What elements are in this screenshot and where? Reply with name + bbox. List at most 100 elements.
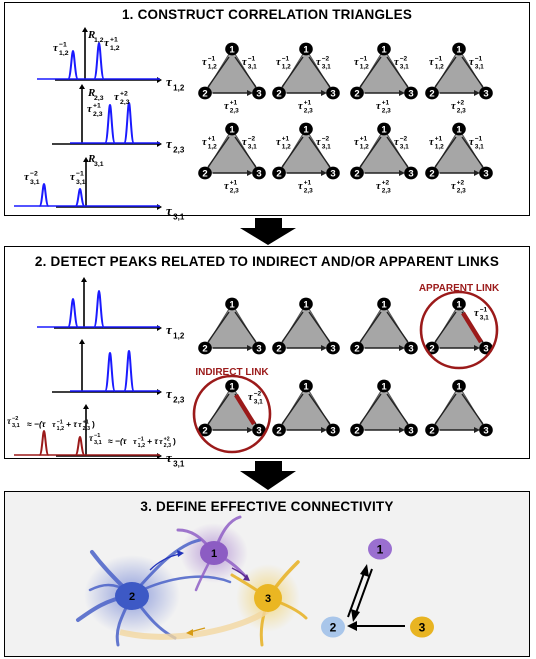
node-3: [252, 166, 266, 180]
node-label: 1: [303, 382, 309, 393]
peak: [123, 349, 135, 392]
tau-subscript: 3,1: [248, 144, 257, 151]
tau-symbol: τ: [354, 137, 359, 148]
arrowhead: [81, 277, 87, 282]
node-label: 2: [354, 89, 359, 100]
tau-subscript: 2,3: [230, 108, 239, 115]
tau-subscript: 3,1: [94, 161, 104, 168]
highlighted-edge: [234, 393, 256, 426]
tau-symbol: τ: [78, 419, 82, 429]
arrowhead: [157, 141, 162, 147]
tau-superscript: −1: [480, 307, 488, 314]
node-1: [299, 122, 313, 136]
tau-symbol: τ: [474, 308, 479, 319]
tau-symbol: τ: [202, 137, 207, 148]
node-label: 3: [408, 169, 413, 180]
eq1-lhs: τ3,1−2: [7, 416, 20, 429]
arrowhead: [360, 564, 369, 577]
peak: [67, 49, 79, 80]
node-label: 3: [483, 344, 488, 355]
node-label: 3: [256, 169, 261, 180]
arrowhead: [247, 345, 253, 351]
arrowhead: [321, 90, 327, 96]
tau-superscript: +1: [230, 100, 238, 107]
arrowhead: [82, 27, 88, 32]
tau-superscript: +2: [457, 180, 465, 187]
tau-subscript: 3,1: [254, 399, 263, 406]
node-label: 1: [229, 125, 235, 136]
node-2: [272, 166, 286, 180]
tau-symbol: τ: [224, 101, 229, 112]
node-1: [299, 42, 313, 56]
tau-superscript: +1: [83, 419, 89, 425]
peak: [74, 187, 86, 207]
arrowhead: [186, 629, 193, 636]
tau-superscript: −2: [322, 136, 330, 143]
arrowhead: [157, 204, 162, 210]
tau-symbol: τ: [166, 450, 173, 465]
tau-superscript: −1: [282, 56, 290, 63]
arrowhead: [399, 427, 405, 433]
tau-superscript: −1: [94, 433, 100, 439]
neuron-3-soma: [254, 584, 282, 612]
node-label: 3: [483, 89, 488, 100]
node-1: [452, 297, 466, 311]
graph-node-3: [410, 616, 434, 638]
tau-symbol: τ: [70, 171, 76, 183]
node-1: [452, 122, 466, 136]
peak: [38, 429, 50, 456]
node-label: 3: [483, 169, 488, 180]
tau-superscript: −1: [76, 170, 84, 177]
graph-node-2-label: 2: [330, 621, 337, 635]
tau-subscript: 3,1: [30, 179, 40, 186]
arrowhead: [347, 621, 357, 631]
graph-node-1-label: 1: [377, 543, 384, 557]
tau-symbol: τ: [469, 137, 474, 148]
tau-subscript: 1,2: [173, 84, 185, 93]
tau-symbol: τ: [166, 386, 173, 401]
arrowhead: [474, 170, 480, 176]
node-2: [425, 423, 439, 437]
tau-symbol: τ: [166, 322, 173, 337]
tau-subscript: 1,2: [435, 64, 444, 71]
tau-superscript: −2: [12, 416, 18, 422]
edge-2-1: [207, 393, 230, 425]
R31-label: R3,1: [87, 153, 104, 168]
tau-superscript: −1: [435, 56, 443, 63]
tau-subscript: 2,3: [457, 188, 466, 195]
neuron-2-soma: [115, 582, 149, 610]
arrowhead: [157, 389, 162, 395]
node-label: 2: [276, 426, 281, 437]
tau-superscript: −2: [400, 136, 408, 143]
tau-superscript: +1: [110, 36, 118, 43]
edge-2-1: [434, 136, 457, 168]
tau-subscript: 3,1: [475, 144, 484, 151]
arrowhead: [474, 427, 480, 433]
peak: [104, 351, 116, 392]
panel-3-title: 3. DEFINE EFFECTIVE CONNECTIVITY: [140, 499, 394, 514]
node-3: [479, 166, 493, 180]
R12-label: R1,2: [87, 29, 104, 44]
tau-symbol: τ: [166, 136, 173, 151]
tau-symbol: τ: [376, 181, 381, 192]
tau-superscript: +1: [208, 136, 216, 143]
tau-symbol: τ: [242, 137, 247, 148]
node-label: 3: [330, 169, 335, 180]
tau-subscript: 3,1: [12, 423, 20, 429]
tau-superscript: +1: [304, 180, 312, 187]
edge-2-1: [207, 56, 230, 88]
